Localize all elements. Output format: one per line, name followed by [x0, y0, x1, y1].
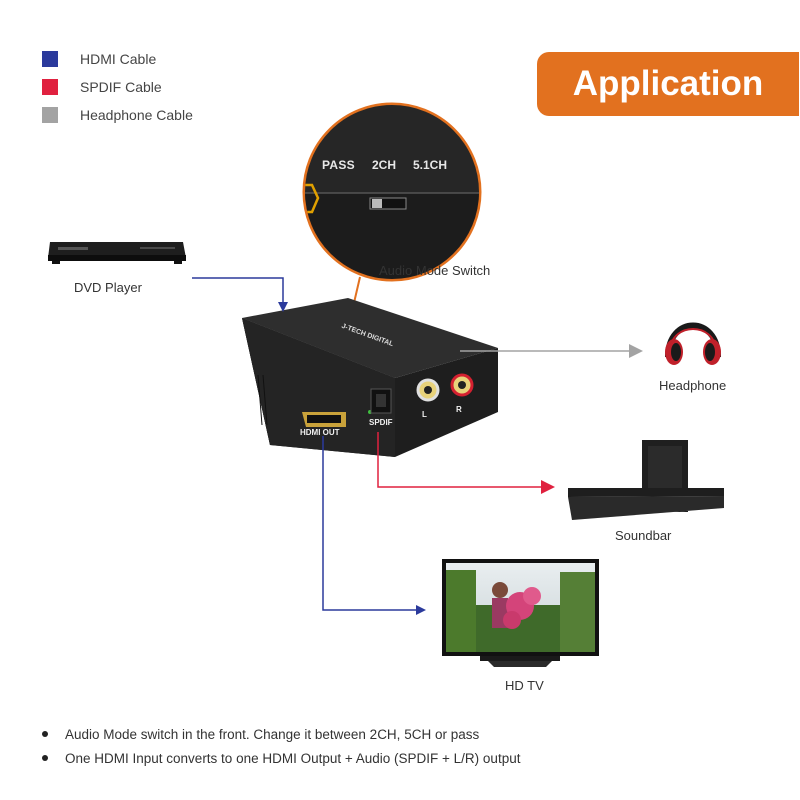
headphone-label: Headphone	[659, 378, 726, 393]
audio-mode-switch-caption: Audio Mode Switch	[379, 263, 490, 278]
hdmi-out-label: HDMI OUT	[300, 428, 340, 437]
rca-right-label: R	[456, 405, 462, 414]
bullet-dot	[42, 755, 48, 761]
hdmi-output-cable	[323, 436, 424, 610]
bullet-text: Audio Mode switch in the front. Change i…	[65, 727, 479, 742]
feature-list: Audio Mode switch in the front. Change i…	[42, 722, 520, 770]
dvd-player-label: DVD Player	[74, 280, 142, 295]
switch-label-5-1ch: 5.1CH	[413, 158, 447, 172]
list-item: One HDMI Input converts to one HDMI Outp…	[42, 746, 520, 770]
dvd-player-icon	[48, 242, 186, 264]
headphone-icon	[665, 326, 721, 366]
switch-label-pass: PASS	[322, 158, 355, 172]
bullet-dot	[42, 731, 48, 737]
soundbar-icon	[568, 440, 724, 520]
spdif-label: SPDIF	[369, 418, 393, 427]
list-item: Audio Mode switch in the front. Change i…	[42, 722, 520, 746]
tv-icon	[442, 559, 599, 667]
rca-left-label: L	[422, 410, 427, 419]
bullet-text: One HDMI Input converts to one HDMI Outp…	[65, 751, 520, 766]
switch-label-2ch: 2CH	[372, 158, 396, 172]
converter-device	[242, 298, 498, 457]
soundbar-label: Soundbar	[615, 528, 671, 543]
hd-tv-label: HD TV	[505, 678, 544, 693]
hdmi-input-cable	[192, 278, 283, 310]
